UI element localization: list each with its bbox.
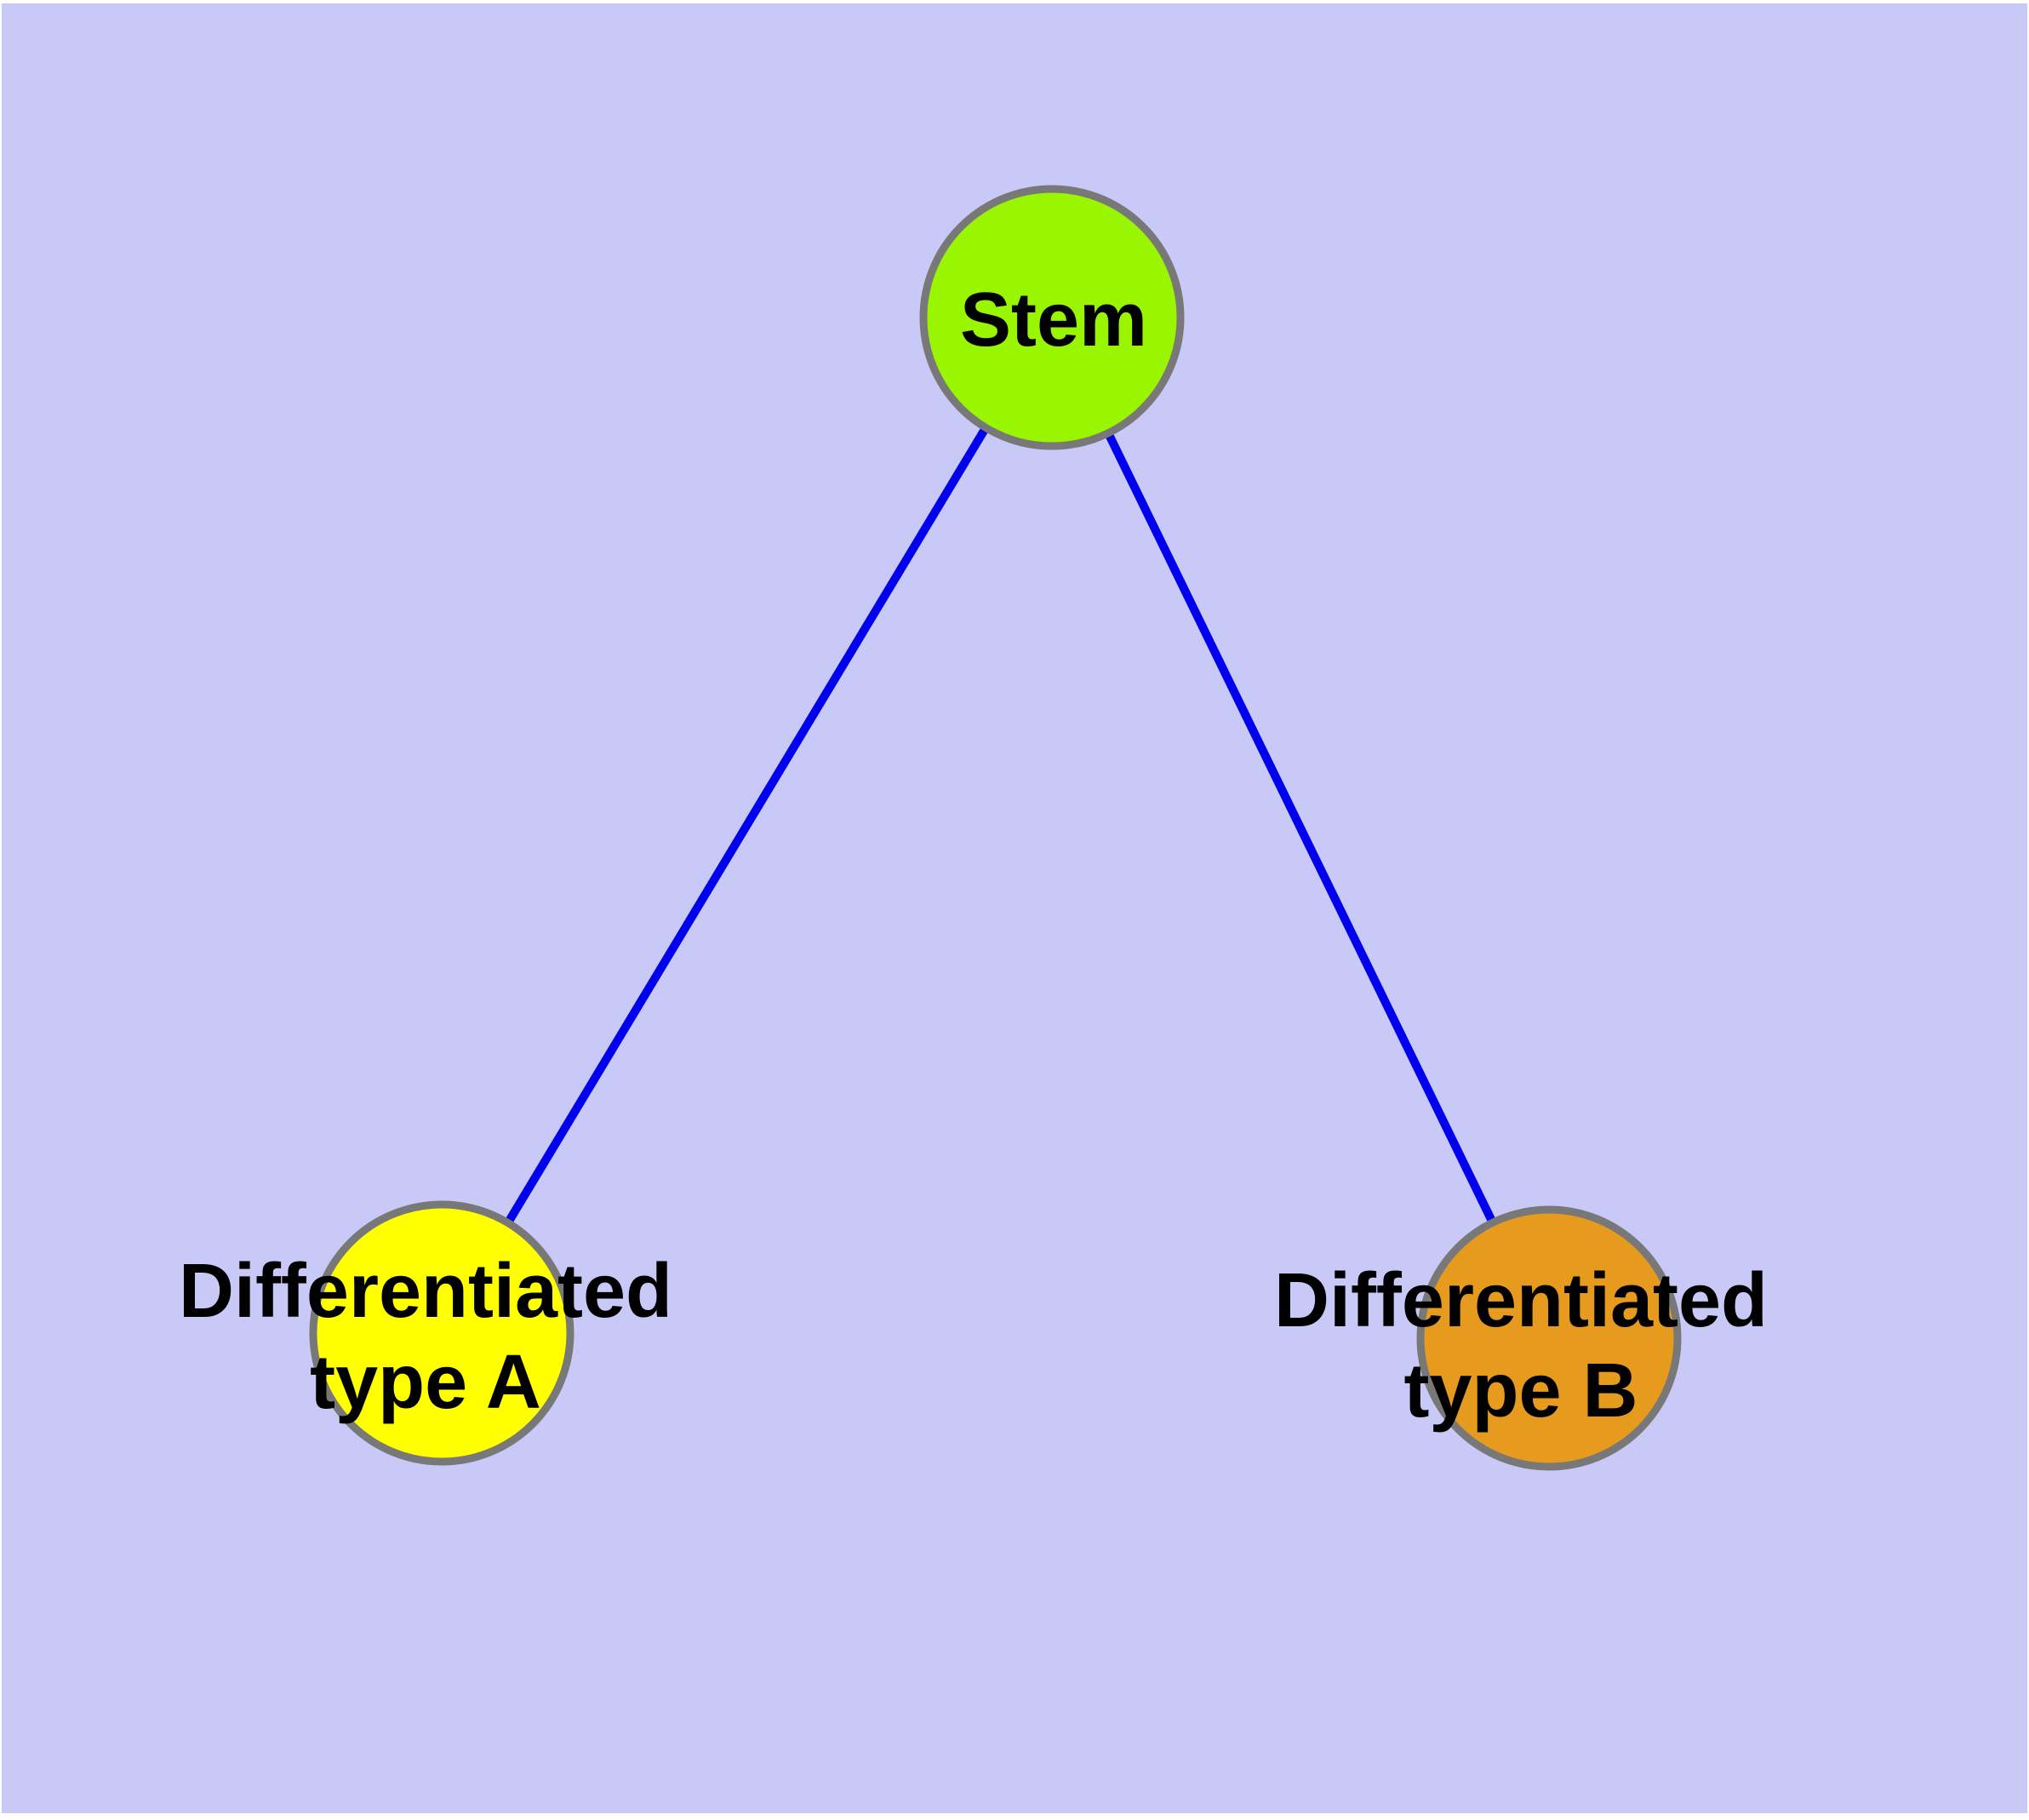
node-label-stem-line-1: Stem <box>960 278 1147 363</box>
node-label-differentiated-type-b-line-1: Differentiated <box>1274 1258 1768 1343</box>
node-stem <box>919 185 1185 450</box>
node-label-differentiated-type-a-line-1: Differentiated <box>179 1249 672 1334</box>
edge-stem-to-differentiated-type-a <box>437 315 1056 1336</box>
node-label-differentiated-type-b-line-2: type B <box>1403 1348 1637 1434</box>
node-label-differentiated-type-a-line-2: type A <box>310 1340 541 1425</box>
node-label-differentiated-type-a: Differentiated type A <box>179 1249 672 1425</box>
node-label-stem: Stem <box>960 278 1147 363</box>
edge-stem-to-differentiated-type-b <box>1048 315 1553 1341</box>
node-differentiated-type-a <box>309 1200 574 1466</box>
node-differentiated-type-b <box>1416 1205 1682 1471</box>
node-label-differentiated-type-b: Differentiated type B <box>1274 1258 1768 1434</box>
